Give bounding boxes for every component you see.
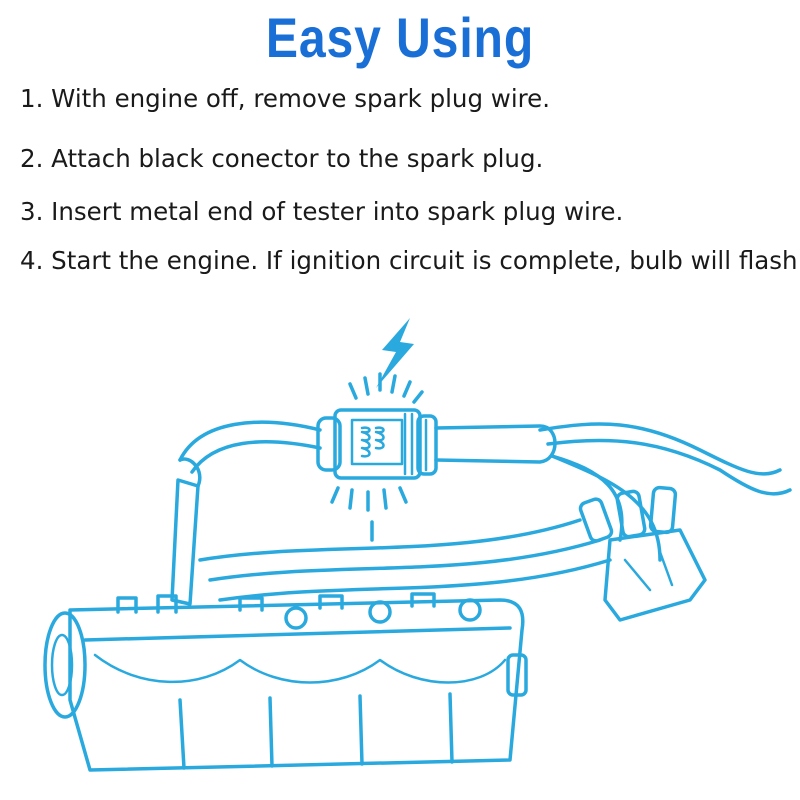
instruction-step: 4. Start the engine. If ignition circuit…: [20, 246, 800, 275]
instruction-step: 3. Insert metal end of tester into spark…: [20, 197, 624, 226]
tester-wire-right: [434, 424, 557, 464]
glow-rays-top: [348, 372, 424, 404]
engine-block: [43, 592, 528, 772]
spark-plug-wire-left: [178, 420, 322, 462]
glow-rays-bottom: [330, 486, 408, 542]
distributor-cap: [578, 485, 707, 622]
plug-boot: [170, 478, 200, 606]
spark-tester-illustration: [43, 318, 792, 772]
spark-plugs: [116, 592, 482, 630]
page-title: Easy Using: [265, 6, 535, 69]
spark-tester: [316, 408, 438, 480]
instruction-step: 2. Attach black conector to the spark pl…: [20, 144, 544, 173]
instruction-step: 1. With engine off, remove spark plug wi…: [20, 84, 551, 113]
spark-plug-wire-left-inner: [190, 440, 322, 474]
